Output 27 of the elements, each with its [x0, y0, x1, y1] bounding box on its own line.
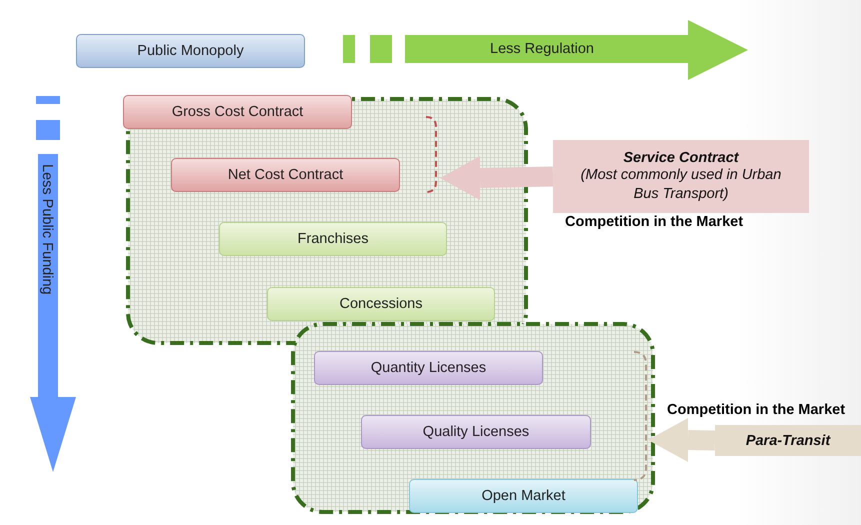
- panel-heading: Service Contract: [623, 150, 739, 166]
- block-arrow: [648, 418, 716, 462]
- process-box: [409, 479, 638, 513]
- callout-panel: [553, 140, 809, 213]
- box-label: Concessions: [339, 296, 422, 312]
- process-box: [314, 351, 543, 385]
- box-label: Public Monopoly: [137, 43, 244, 59]
- box-label: Quality Licenses: [422, 424, 530, 440]
- box-label: Quantity Licenses: [370, 360, 486, 376]
- process-box: [123, 95, 352, 129]
- process-box: [76, 34, 305, 68]
- side-caption: Competition in the Market: [667, 402, 846, 418]
- box-label: Open Market: [482, 488, 566, 504]
- process-box: [171, 158, 400, 192]
- panel-text: (Most commonly used in Urban Bus Transport): [580, 166, 782, 204]
- panel-heading: Para-Transit: [746, 432, 830, 448]
- process-box: [361, 415, 591, 449]
- box-label: Gross Cost Contract: [172, 104, 304, 120]
- process-box: [267, 287, 495, 321]
- box-label: Franchises: [298, 231, 368, 247]
- arrow-label: Less Regulation: [490, 41, 594, 57]
- block-arrow: [440, 156, 554, 200]
- arrow-label: Less Public Funding: [39, 164, 55, 295]
- callout-panel: [715, 425, 861, 456]
- process-box: [219, 222, 447, 256]
- side-caption: Competition in the Market: [565, 214, 744, 230]
- box-label: Net Cost Contract: [228, 167, 344, 183]
